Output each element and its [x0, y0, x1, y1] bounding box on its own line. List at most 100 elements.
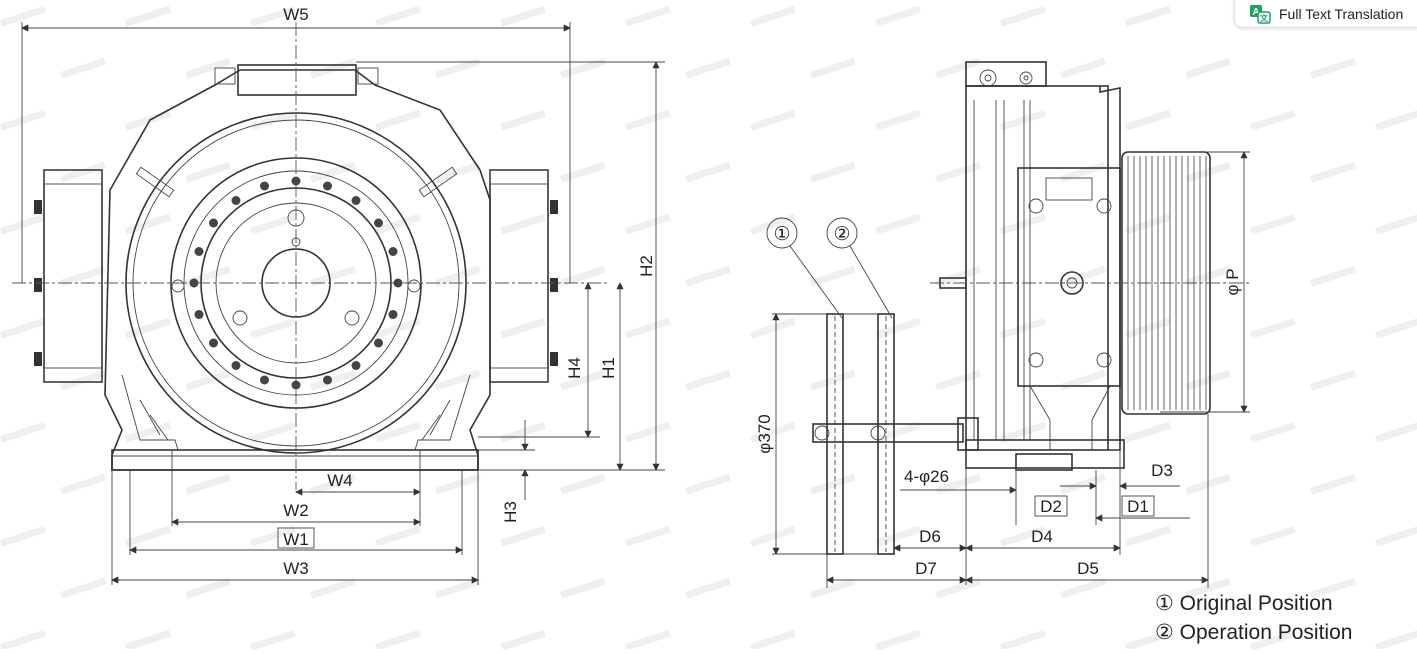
label-h1: H1 — [599, 357, 618, 379]
watermark-mark — [560, 265, 606, 287]
watermark-mark — [250, 109, 296, 131]
watermark-mark — [60, 473, 106, 495]
watermark-mark — [0, 421, 46, 443]
watermark-mark — [1185, 57, 1231, 79]
watermark-mark — [60, 577, 106, 599]
watermark-mark — [684, 577, 731, 599]
watermark-mark — [809, 577, 856, 599]
label-w1: W1 — [283, 530, 309, 549]
top-mount-block — [237, 64, 357, 96]
watermark-mark — [499, 629, 546, 651]
watermark-mark — [1250, 629, 1296, 651]
watermark-mark — [310, 57, 356, 79]
watermark-mark — [374, 421, 421, 443]
watermark-mark — [624, 421, 671, 443]
watermark-mark — [624, 629, 671, 651]
watermark-mark — [1310, 577, 1356, 599]
side-body — [965, 85, 1109, 451]
label-d6: D6 — [919, 527, 941, 546]
full-text-translation-button[interactable]: A 文 Full Text Translation — [1234, 0, 1417, 28]
watermark-mark — [1250, 317, 1296, 339]
bolt-hole — [323, 181, 332, 191]
watermark-mark — [809, 57, 856, 79]
right-brake — [489, 169, 549, 383]
bolt-hole — [231, 361, 241, 370]
watermark-mark — [124, 317, 171, 339]
watermark-mark — [999, 317, 1046, 339]
watermark-mark — [1060, 265, 1106, 287]
watermark-mark — [935, 577, 981, 599]
legend: ① Original Position ② Operation Position — [1155, 592, 1352, 644]
watermark-mark — [1125, 421, 1171, 443]
watermark-mark — [560, 369, 606, 391]
watermark-mark — [60, 369, 106, 391]
watermark-mark — [374, 317, 421, 339]
watermark-mark — [560, 577, 606, 599]
watermark-mark — [1000, 421, 1046, 443]
watermark-mark — [1125, 317, 1171, 339]
watermark-mark — [124, 5, 171, 27]
watermark-mark — [1250, 525, 1296, 547]
watermark-mark — [185, 161, 231, 183]
label-d4: D4 — [1031, 527, 1053, 546]
watermark-mark — [875, 109, 921, 131]
label-d5: D5 — [1077, 559, 1099, 578]
watermark-mark — [499, 5, 546, 27]
label-d1: D1 — [1127, 497, 1149, 516]
watermark-mark — [875, 213, 921, 235]
front-view: W5 H2 H1 H4 H3 W4 W2 W1 W3 — [12, 5, 665, 585]
watermark-mark — [250, 5, 296, 27]
watermark-mark — [374, 5, 421, 27]
label-h2: H2 — [637, 255, 656, 277]
watermark-mark — [499, 317, 546, 339]
watermark-mark — [875, 421, 921, 443]
watermark-mark — [250, 629, 296, 651]
bolt-hole — [351, 196, 361, 205]
watermark-mark — [310, 161, 356, 183]
bolt-hole — [374, 218, 383, 228]
translate-label: Full Text Translation — [1279, 6, 1404, 22]
bolt-hole — [260, 181, 269, 191]
watermark-mark — [749, 109, 796, 131]
watermark-mark — [499, 213, 546, 235]
watermark-mark — [684, 265, 731, 287]
bolt-hole — [209, 338, 218, 348]
watermark-mark — [500, 525, 546, 547]
watermark-mark — [250, 317, 296, 339]
watermark-mark — [1125, 109, 1171, 131]
watermark-mark — [124, 629, 171, 651]
watermark-mark — [0, 317, 46, 339]
legend-operation-position: ② Operation Position — [1155, 621, 1352, 644]
label-holes: 4-φ26 — [904, 467, 949, 486]
watermark-mark — [1310, 265, 1356, 287]
watermark-mark — [0, 109, 46, 131]
label-d7: D7 — [915, 559, 937, 578]
watermark-mark — [1310, 473, 1356, 495]
svg-text:A: A — [1252, 7, 1259, 18]
svg-text:文: 文 — [1260, 13, 1269, 23]
watermark-mark — [809, 473, 856, 495]
legend-original-position: ① Original Position — [1155, 592, 1333, 615]
watermark-mark — [749, 317, 796, 339]
watermark-mark — [1000, 213, 1046, 235]
callout-1: ① — [773, 224, 790, 245]
watermark-mark — [875, 629, 921, 651]
callout-1-circle — [766, 217, 798, 249]
front-housing — [104, 69, 491, 471]
watermark-mark — [434, 57, 481, 79]
bolt-hole — [323, 375, 332, 385]
watermark-mark — [60, 265, 106, 287]
watermark-mark — [1060, 577, 1106, 599]
watermark-mark — [684, 161, 731, 183]
side-top-cap — [965, 61, 1047, 87]
label-phi370: φ370 — [755, 414, 774, 453]
label-w4: W4 — [327, 471, 353, 490]
watermark-mark — [435, 577, 481, 599]
bolt-hole — [194, 310, 204, 319]
watermark-mark — [624, 317, 671, 339]
watermark-mark — [875, 525, 921, 547]
label-phi-p: φ P — [1223, 268, 1242, 295]
label-w5: W5 — [283, 5, 309, 24]
